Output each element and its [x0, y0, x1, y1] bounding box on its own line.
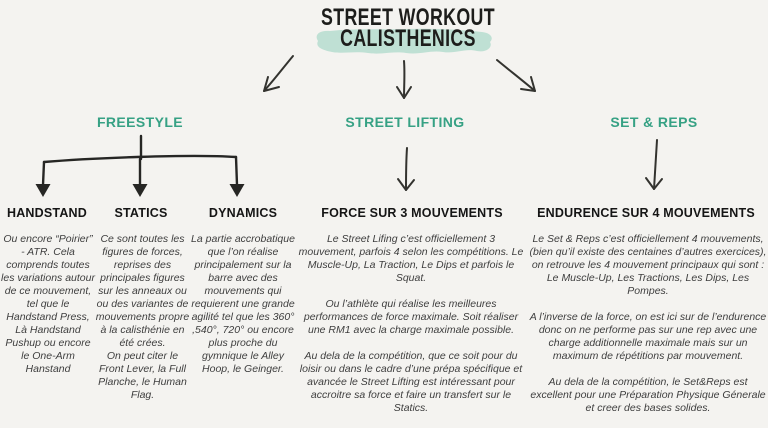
- node-label-endurence: ENDURENCE SUR 4 MOUVEMENTS: [537, 206, 755, 220]
- paragraph: Le Street Lifing c’est officiellement 3 …: [298, 233, 524, 284]
- paragraph: On peut citer le Front Lever, la Full Pl…: [98, 350, 187, 401]
- paragraph: La partie accrobatique que l’on réalise …: [191, 233, 295, 375]
- paragraph: Au dela de la compétition, le Set&Reps e…: [530, 376, 766, 414]
- freestyle-branch-tree: [41, 134, 239, 187]
- arrow-title-to-set-reps: [496, 59, 536, 92]
- paragraph: A l’inverse de la force, on est ici sur …: [529, 311, 767, 362]
- title-highlight-swash: [316, 28, 492, 54]
- description-handstand: Ou encore “Poirier” - ATR. Cela comprend…: [1, 233, 95, 376]
- branch-label-street-lifting: STREET LIFTING: [345, 114, 465, 130]
- node-label-statics: STATICS: [114, 206, 168, 220]
- page-title-line1: STREET WORKOUT: [321, 4, 495, 31]
- branch-label-set-reps: SET & REPS: [610, 114, 698, 130]
- paragraph: Ou encore “Poirier” - ATR. Cela comprend…: [1, 233, 95, 375]
- paragraph: Le Set & Reps c’est officiellement 4 mou…: [529, 233, 767, 297]
- page-title: STREET WORKOUT CALISTHENICS: [291, 4, 526, 52]
- arrow-set-reps-to-endurence: [645, 139, 663, 190]
- page-title-line2: CALISTHENICS: [340, 25, 476, 52]
- node-label-dynamics: DYNAMICS: [208, 206, 278, 220]
- description-dynamics: La partie accrobatique que l’on réalise …: [188, 233, 298, 376]
- node-label-force: FORCE SUR 3 MOUVEMENTS: [321, 206, 503, 220]
- paragraph: Ou l’athlète qui réalise les meilleures …: [303, 298, 519, 336]
- description-statics: Ce sont toutes les figures de forces, re…: [94, 233, 191, 402]
- freestyle-tree-arrowheads: [35, 184, 245, 197]
- description-endurence: Le Set & Reps c’est officiellement 4 mou…: [528, 233, 768, 415]
- branch-label-freestyle: FREESTYLE: [96, 114, 184, 130]
- paragraph: Ce sont toutes les figures de forces, re…: [95, 233, 190, 349]
- node-label-handstand: HANDSTAND: [6, 206, 88, 220]
- arrow-street-lifting-to-force: [397, 147, 415, 191]
- paragraph: Au dela de la compétition, que ce soit p…: [299, 350, 523, 414]
- arrow-title-to-street-lifting: [396, 60, 412, 99]
- description-force: Le Street Lifing c’est officiellement 3 …: [298, 233, 524, 415]
- arrow-title-to-freestyle: [263, 55, 294, 92]
